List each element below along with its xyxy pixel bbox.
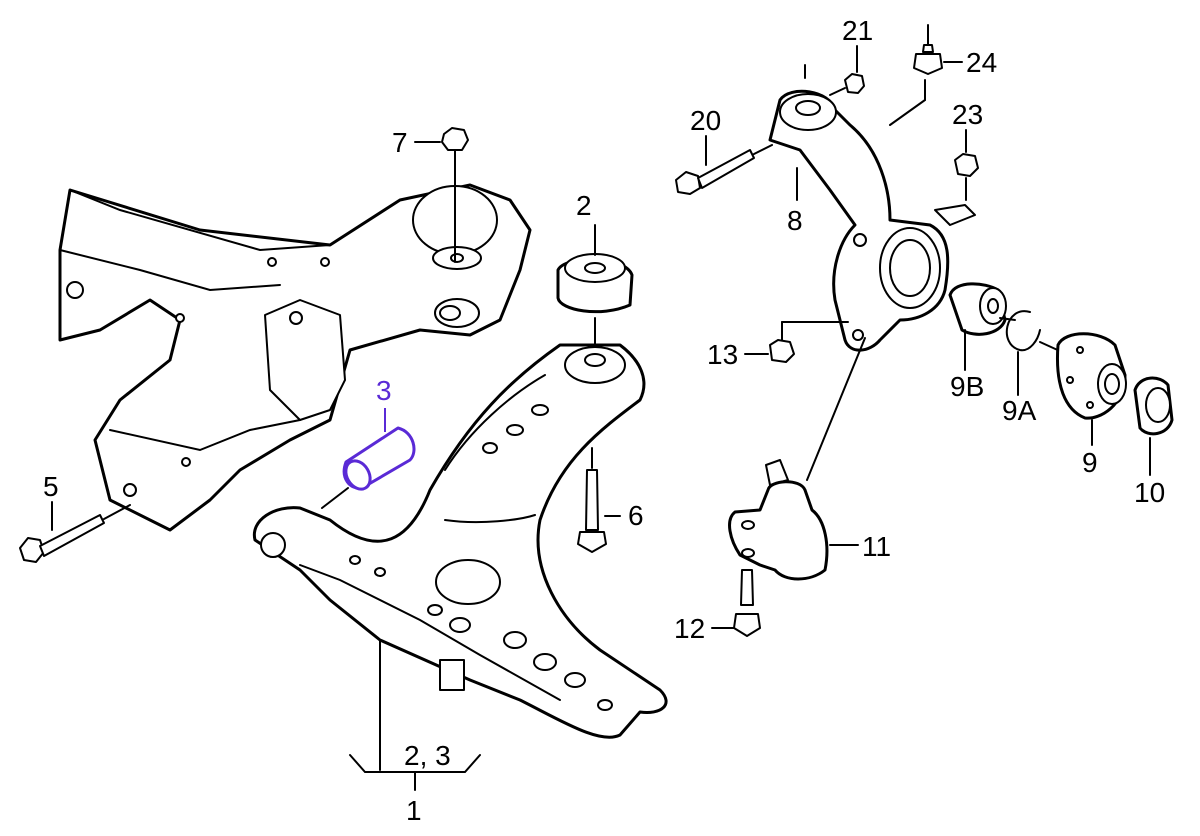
- callout-2: 2: [576, 190, 592, 221]
- callout-23: 23: [952, 99, 983, 130]
- subframe: [58, 183, 532, 532]
- hub-9: [1039, 332, 1127, 446]
- callout-24: 24: [966, 47, 997, 78]
- callout-7: 7: [392, 127, 408, 158]
- circlip-9A: [1005, 310, 1041, 396]
- bushing-sleeve-3: [321, 408, 416, 509]
- steering-knuckle-8: [768, 64, 976, 352]
- callout-13: 13: [707, 339, 738, 370]
- bushing-2: [556, 224, 634, 356]
- callout-12: 12: [674, 613, 705, 644]
- bolt-6: [577, 447, 621, 553]
- bearing-9B: [948, 282, 1016, 371]
- callout-20: 20: [690, 105, 721, 136]
- nut-23: [954, 129, 979, 201]
- callout-9A: 9A: [1002, 395, 1037, 426]
- callout-9B: 9B: [950, 371, 984, 402]
- bolt-20: [675, 135, 773, 195]
- control-arm-1: [252, 343, 668, 771]
- callout-21: 21: [842, 15, 873, 46]
- nut-21: [829, 45, 865, 96]
- callout-5: 5: [43, 471, 59, 502]
- callout-2-3: 2, 3: [404, 740, 451, 771]
- callout-labels: 7 2 3 5 6 2, 3 1 21 24 20 23 8 13 9B 9A …: [43, 15, 1165, 826]
- callout-8: 8: [787, 205, 803, 236]
- ball-joint-11: [728, 337, 866, 581]
- nut-13: [744, 321, 849, 363]
- callout-1: 1: [406, 795, 422, 826]
- group-bracket: [349, 754, 481, 791]
- bolt-24: [913, 24, 963, 75]
- nut-7: [414, 127, 469, 263]
- callout-3: 3: [376, 375, 392, 406]
- callout-6: 6: [628, 500, 644, 531]
- bolt-12: [711, 569, 761, 637]
- bolt-5: [19, 501, 131, 563]
- callout-10: 10: [1134, 477, 1165, 508]
- nut-10: [1133, 376, 1174, 476]
- callout-9: 9: [1082, 447, 1098, 478]
- callout-11: 11: [862, 531, 891, 562]
